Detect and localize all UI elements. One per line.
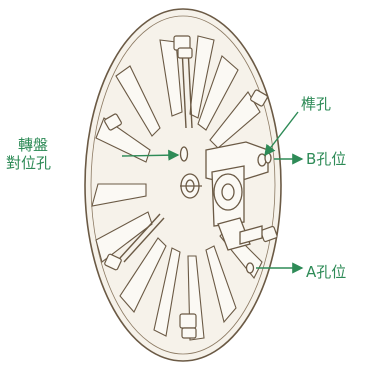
- a-hole: [245, 262, 255, 274]
- disc-inner-rim: [90, 15, 276, 355]
- turntable-label-line1: 轉盤: [18, 136, 49, 154]
- guide-rods: [119, 47, 193, 263]
- pin-hole-leader: [264, 111, 299, 157]
- turntable-alignment-hole: [179, 146, 189, 162]
- turntable-label-line2: 對位孔: [6, 154, 52, 172]
- center-hub: [180, 173, 202, 199]
- bracket-assembly: [205, 141, 272, 251]
- turntable-leader: [121, 149, 180, 161]
- a-hole-label: A孔位: [306, 263, 347, 281]
- pin-hole-label: 榫孔: [301, 95, 332, 113]
- rim-clips: [104, 35, 278, 339]
- turntable-alignment-hole-label: 轉盤 對位孔: [6, 136, 51, 172]
- b-hole-label: B孔位: [306, 150, 347, 168]
